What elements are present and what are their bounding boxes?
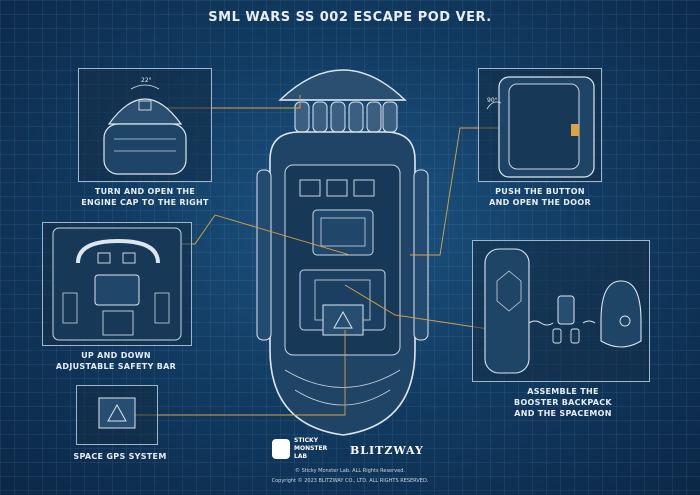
footer-blitzway-rights: Copyright © 2023 BLITZWAY CO., LTD. ALL …	[271, 478, 429, 484]
door-angle: 90°	[487, 97, 498, 104]
safety-bar-label-line1: UP AND DOWN	[81, 351, 151, 360]
engine-cap-illustration	[103, 84, 187, 175]
engine-cap-angle: 22°	[141, 77, 152, 84]
engine-cap-label-line1: TURN AND OPEN THE	[94, 187, 196, 196]
sml-logo-line1: STICKY	[294, 437, 319, 444]
safety-bar-label: UP AND DOWN ADJUSTABLE SAFETY BAR	[26, 350, 206, 372]
safety-bar-panel	[42, 222, 192, 346]
booster-label-line1: ASSEMBLE THE	[527, 387, 599, 396]
sml-logo-line3: LAB	[294, 453, 308, 460]
safety-bar-illustration	[52, 227, 182, 341]
booster-label-line3: AND THE SPACEMON	[514, 409, 612, 418]
engine-cap-panel: 22°	[78, 68, 212, 182]
gps-illustration	[98, 397, 136, 429]
door-label-line1: PUSH THE BUTTON	[495, 187, 585, 196]
booster-label: ASSEMBLE THE BOOSTER BACKPACK AND THE SP…	[478, 386, 648, 419]
footer-sml-rights: © Sticky Monster Lab. ALL Rights Reserve…	[295, 468, 405, 474]
door-label-line2: AND OPEN THE DOOR	[489, 198, 591, 207]
blitzway-logo: BLITZWAY	[350, 444, 424, 457]
engine-cap-label: TURN AND OPEN THE ENGINE CAP TO THE RIGH…	[50, 186, 240, 208]
door-panel: 90°	[478, 68, 602, 182]
booster-panel	[472, 240, 650, 382]
booster-illustration	[484, 248, 642, 374]
gps-panel	[76, 385, 158, 445]
engine-cap-label-line2: ENGINE CAP TO THE RIGHT	[81, 198, 209, 207]
sml-logo-line2: MONSTER	[294, 445, 328, 452]
gps-label: SPACE GPS SYSTEM	[73, 452, 167, 461]
escape-pod-illustration	[256, 69, 429, 436]
booster-label-line2: BOOSTER BACKPACK	[514, 398, 612, 407]
safety-bar-label-line2: ADJUSTABLE SAFETY BAR	[55, 362, 177, 371]
sml-logo-mark	[272, 439, 290, 459]
door-label: PUSH THE BUTTON AND OPEN THE DOOR	[460, 186, 620, 208]
poster-title: SML WARS SS 002 ESCAPE POD VER.	[208, 10, 492, 25]
sml-logo: STICKY MONSTER LAB	[272, 437, 340, 463]
door-illustration	[486, 76, 595, 178]
